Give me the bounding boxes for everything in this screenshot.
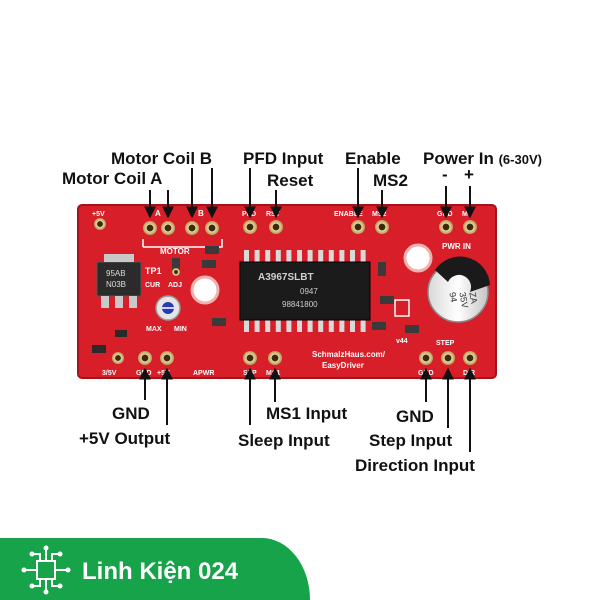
chip-pin <box>339 320 345 332</box>
label-direction-input: Direction Input <box>355 456 475 475</box>
chip-pin <box>360 250 366 262</box>
chip-pin <box>254 250 260 262</box>
voltage-regulator <box>96 254 142 308</box>
chip-pin <box>318 250 324 262</box>
chip-pin <box>360 320 366 332</box>
top-pads <box>94 218 477 235</box>
silk-motor: MOTOR <box>160 247 190 256</box>
bottom-pads <box>112 351 477 365</box>
regulator-text-line1: 95AB <box>106 269 126 278</box>
cap-text-line2: 35V <box>457 291 470 309</box>
label-ms1-input: MS1 Input <box>266 404 348 423</box>
chip-pin <box>265 320 271 332</box>
label-power-in-text: Power In <box>423 149 494 168</box>
label-minus: - <box>442 165 448 184</box>
chip-pin <box>286 250 292 262</box>
label-ms2: MS2 <box>373 171 408 190</box>
chip-pin <box>244 250 249 262</box>
label-motor-coil-a: Motor Coil A <box>62 169 163 188</box>
silk-min: MIN <box>174 326 187 333</box>
chip-text-line1: A3967SLBT <box>258 272 314 283</box>
chip-pin <box>275 250 281 262</box>
circuit-chip-icon <box>21 545 71 595</box>
label-step-input: Step Input <box>369 431 453 450</box>
silk-coil-b: B <box>198 209 204 218</box>
chip-pin <box>286 320 292 332</box>
chip-pin <box>265 250 271 262</box>
brand-footer-background <box>0 538 310 600</box>
silk-enable: ENABLE <box>334 211 363 218</box>
label-gnd-left: GND <box>112 404 150 423</box>
chip-pin <box>328 320 334 332</box>
silk-cur: CUR <box>145 282 160 289</box>
mounting-hole <box>190 275 220 305</box>
chip-pin <box>244 320 249 332</box>
chip-pin <box>297 320 302 332</box>
label-power-in: Power In (6-30V) <box>423 150 542 167</box>
label-pfd-input: PFD Input <box>243 149 324 168</box>
label-power-in-range: (6-30V) <box>498 152 542 167</box>
chip-pin <box>275 320 281 332</box>
silk-product: EasyDriver <box>322 361 364 370</box>
chip-pin <box>297 250 302 262</box>
silk-coil-a: A <box>155 209 161 218</box>
label-5v-output: +5V Output <box>79 429 171 448</box>
electrolytic-capacitor <box>427 256 490 323</box>
label-reset: Reset <box>267 171 314 190</box>
regulator-text-line2: N03B <box>106 280 126 289</box>
chip-pin <box>307 250 313 262</box>
chip-pin <box>350 250 355 262</box>
silk-version: v44 <box>396 338 408 345</box>
silk-apwr: APWR <box>193 370 214 377</box>
brand-name: Linh Kiện 024 <box>82 558 239 585</box>
label-gnd-right: GND <box>396 407 434 426</box>
chip-pin <box>350 320 355 332</box>
silk-max: MAX <box>146 326 162 333</box>
chip-pin <box>307 320 313 332</box>
silk-tp1: TP1 <box>145 266 162 276</box>
cap-text-line1: 94 <box>447 291 459 303</box>
cap-text-line3: ZA <box>467 291 479 304</box>
silk-plus5v: +5V <box>92 211 105 218</box>
silk-3-5v: 3/5V <box>102 370 117 377</box>
label-sleep-input: Sleep Input <box>238 431 330 450</box>
chip-pin <box>254 320 260 332</box>
chip-pin <box>339 250 345 262</box>
silk-pwr-in: PWR IN <box>442 242 471 251</box>
silk-adj: ADJ <box>168 282 182 289</box>
chip-text-line3: 98841800 <box>282 300 318 309</box>
silk-step: STEP <box>436 340 455 347</box>
mounting-hole <box>403 243 433 273</box>
chip-pin <box>328 250 334 262</box>
silk-maker: SchmalzHaus.com/ <box>312 350 386 359</box>
label-plus: + <box>464 165 474 184</box>
driver-chip <box>239 250 371 332</box>
chip-text-line2: 0947 <box>300 287 318 296</box>
brand-footer: Linh Kiện 024 <box>0 538 600 600</box>
label-enable: Enable <box>345 149 401 168</box>
chip-pin <box>318 320 324 332</box>
label-motor-coil-b: Motor Coil B <box>111 149 213 168</box>
current-adjust-potentiometer <box>155 268 181 321</box>
